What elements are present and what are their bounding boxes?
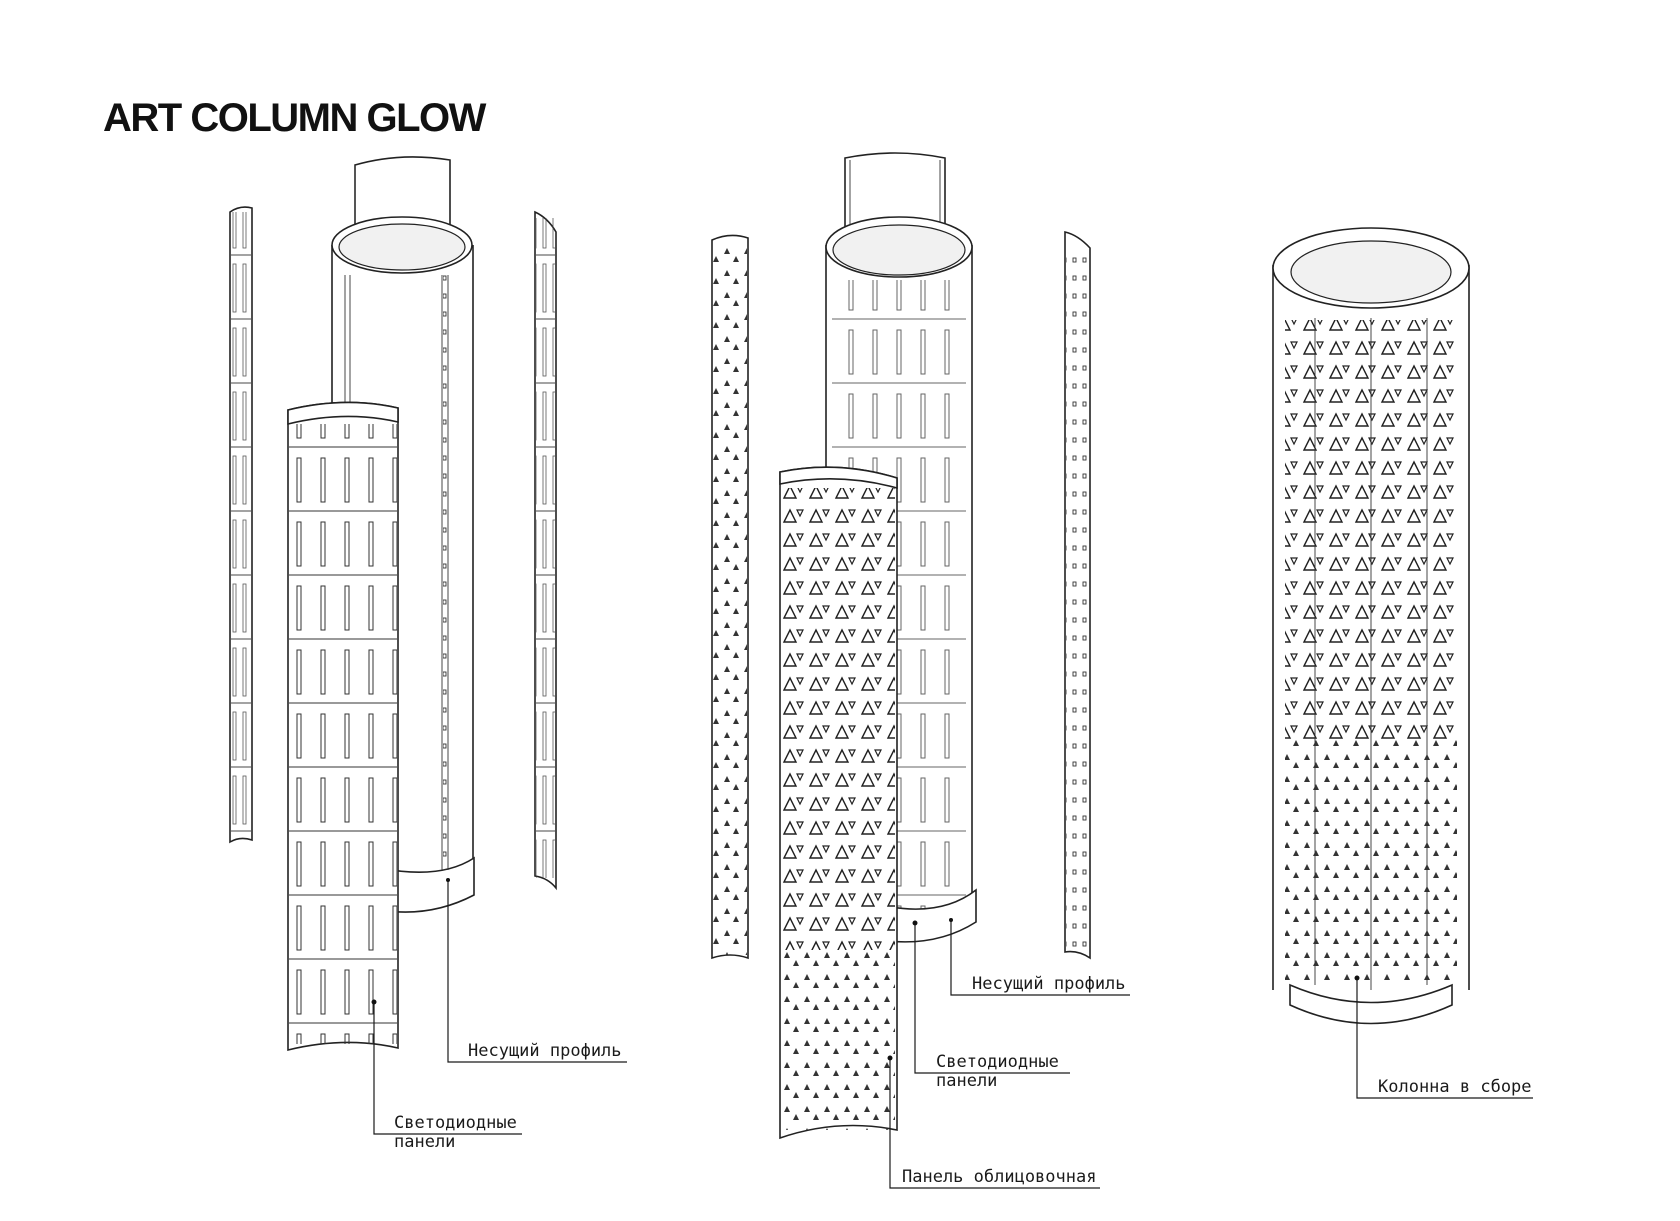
column-2-exploded — [711, 152, 1091, 1140]
column-1-exploded — [229, 156, 557, 1052]
label-led-panels-1-line2: панели — [394, 1132, 455, 1152]
label-load-bearing-profile-1: Несущий профиль — [468, 1041, 622, 1061]
label-led-panels-2-line1: Светодиодные — [936, 1052, 1059, 1072]
label-led-panels-1-line1: Светодиодные — [394, 1113, 517, 1133]
label-assembled-column: Колонна в сборе — [1378, 1077, 1532, 1097]
label-led-panels-2-line2: панели — [936, 1071, 997, 1091]
column-3-assembled — [1272, 227, 1470, 1025]
page-title: ART COLUMN GLOW — [103, 96, 486, 140]
label-cladding-panel: Панель облицовочная — [902, 1167, 1096, 1187]
label-load-bearing-profile-2: Несущий профиль — [972, 974, 1126, 994]
